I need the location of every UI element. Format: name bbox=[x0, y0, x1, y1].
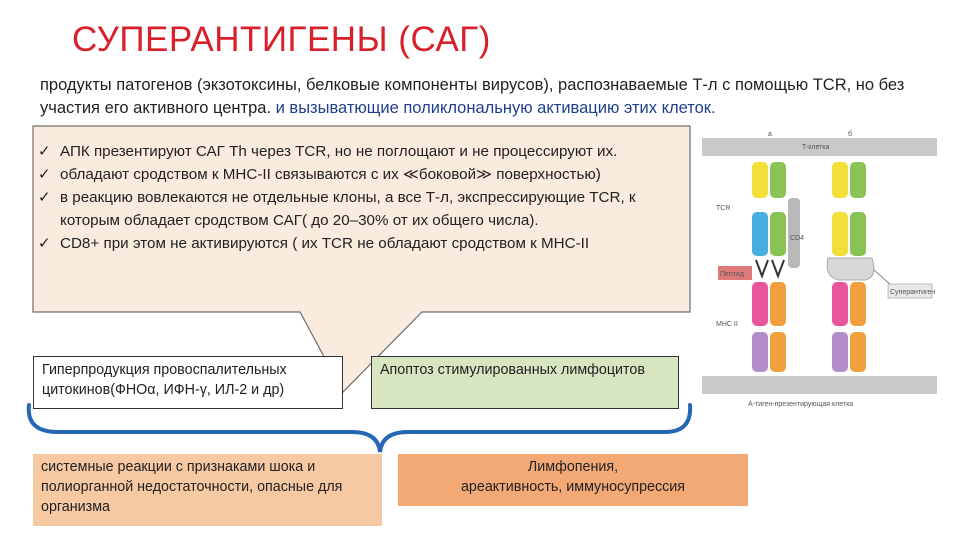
peptide-marker bbox=[718, 266, 752, 280]
bullet-text: АПК презентируют САГ Th через TCR, но не… bbox=[60, 143, 618, 160]
lymphopenia-line-2: ареактивность, иммуносупрессия bbox=[460, 479, 686, 495]
tcr-v-domain bbox=[850, 212, 866, 256]
apc-membrane bbox=[702, 376, 937, 394]
callout-bullet: ✓ CD8+ при этом не активируются ( их TCR… bbox=[38, 232, 688, 255]
beta-chain-domain bbox=[850, 162, 866, 198]
intro-definition: продукты патогенов (экзотоксины, белковы… bbox=[40, 74, 940, 120]
mhc-alpha2-domain bbox=[832, 332, 848, 372]
callout-bullet-list: ✓ АПК презентируют САГ Th через TCR, но … bbox=[38, 140, 688, 255]
superantigen-tag bbox=[887, 283, 933, 299]
intro-highlight-text: и вызыватющие поликлональную активацию э… bbox=[271, 99, 716, 117]
mhc-beta2-domain bbox=[770, 332, 786, 372]
superantigen-label: Суперантиген bbox=[890, 289, 935, 296]
beta-chain-domain bbox=[770, 162, 786, 198]
tcr-v-domain bbox=[770, 212, 786, 256]
label-b: б bbox=[848, 130, 852, 138]
tcr-superantigen-diagram: a б T-клетка TCR МНС II А-тиген-презенти… bbox=[702, 130, 937, 408]
tcr-v-domain bbox=[752, 212, 768, 256]
callout-bullet: ✓ в реакцию вовлекаются не отдельные кло… bbox=[38, 186, 688, 232]
mhc-beta2-domain bbox=[850, 332, 866, 372]
mhc-label: МНС II bbox=[716, 321, 738, 328]
check-icon: ✓ bbox=[38, 189, 51, 206]
mhc-beta-domain bbox=[850, 282, 866, 326]
cytokine-hyperproduction-box: Гиперпродукция провоспалительных цитокин… bbox=[33, 356, 343, 409]
tcr-v-domain bbox=[832, 212, 848, 256]
label-a: a bbox=[768, 131, 772, 138]
superantigen-molecule bbox=[826, 257, 875, 281]
cd4-molecule bbox=[788, 198, 800, 268]
bullet-text: CD8+ при этом не активируются ( их TCR н… bbox=[60, 235, 590, 252]
lymphopenia-line-1: Лимфопения, bbox=[527, 459, 619, 475]
lymphopenia-box: Лимфопения, ареактивность, иммуносупресс… bbox=[398, 454, 748, 506]
check-icon: ✓ bbox=[38, 235, 51, 252]
check-icon: ✓ bbox=[38, 143, 51, 160]
bullet-text: в реакцию вовлекаются не отдельные клоны… bbox=[60, 189, 636, 229]
tcr-label: TCR bbox=[716, 205, 730, 212]
tcell-membrane bbox=[702, 138, 937, 156]
page-title: СУПЕРАНТИГЕНЫ (САГ) bbox=[72, 20, 491, 59]
bullet-text: обладают сродством к МНС-II связываются … bbox=[60, 166, 601, 183]
peptide-label: Пептид bbox=[720, 271, 744, 278]
check-icon: ✓ bbox=[38, 166, 51, 183]
lymphocyte-apoptosis-box: Апоптоз стимулированных лимфоцитов bbox=[371, 356, 679, 409]
mhc-beta-domain bbox=[770, 282, 786, 326]
callout-bullet: ✓ АПК презентируют САГ Th через TCR, но … bbox=[38, 140, 688, 163]
mhc-alpha-domain bbox=[752, 282, 768, 326]
alpha-chain-domain bbox=[752, 162, 768, 198]
mhc-alpha2-domain bbox=[752, 332, 768, 372]
alpha-chain-domain bbox=[832, 162, 848, 198]
mhc-alpha-domain bbox=[832, 282, 848, 326]
cd4-label: CD4 bbox=[790, 235, 804, 242]
systemic-reactions-box: системные реакции с признаками шока и по… bbox=[33, 454, 382, 526]
apc-label: А-тиген-презентирующая клетка bbox=[748, 401, 853, 408]
intro-main-text: продукты патогенов (экзотоксины, белковы… bbox=[40, 76, 905, 117]
tcell-label: T-клетка bbox=[802, 144, 830, 151]
callout-bullet: ✓ обладают сродством к МНС-II связываютс… bbox=[38, 163, 688, 186]
